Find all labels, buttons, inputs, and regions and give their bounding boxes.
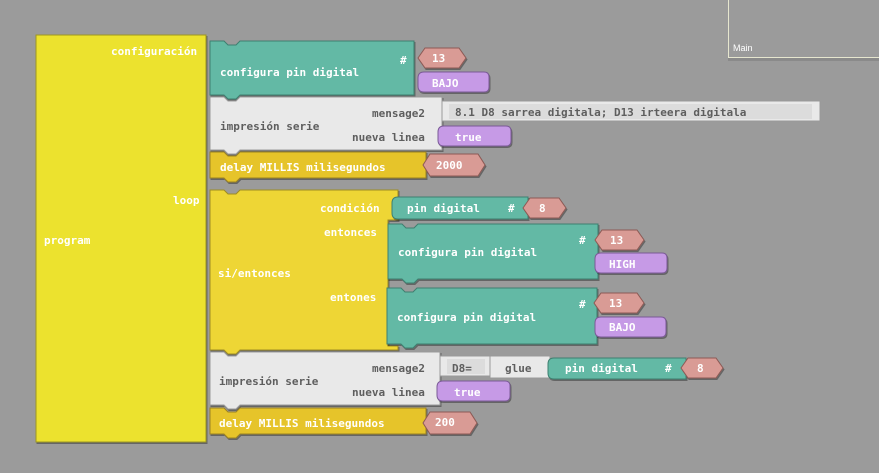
loop-delay-number[interactable] [422, 411, 478, 435]
setup-pin-number[interactable] [417, 47, 467, 69]
loop-delay-block[interactable] [209, 407, 427, 439]
setup-pin-value: 13 [432, 52, 446, 65]
loop-then-pin-mode-block[interactable] [387, 223, 599, 284]
glue-read-hash: # [665, 362, 672, 375]
setup-pin-mode-label: configura pin digital [220, 66, 360, 79]
condition-read-pin: 8 [539, 202, 546, 215]
loop-label: loop [173, 194, 200, 207]
setup-delay-block[interactable] [209, 151, 427, 183]
setup-serial-print-block[interactable] [209, 96, 443, 155]
loop-delay-label: delay MILLIS milisegundos [219, 417, 385, 430]
setup-pin-hash: # [400, 54, 407, 67]
loop-message-prefix[interactable]: D8= [452, 362, 472, 375]
loop-message-label: mensage2 [372, 362, 425, 375]
loop-then-pin-number[interactable] [594, 229, 645, 251]
then-pin-mode-label: configura pin digital [398, 246, 538, 259]
then-pin-state-value: HIGH [609, 258, 636, 271]
setup-delay-value: 2000 [436, 159, 463, 172]
setup-message-string[interactable] [441, 100, 821, 122]
loop-else-pin-mode-block[interactable] [386, 287, 598, 349]
setup-message-label: mensage2 [372, 107, 425, 120]
else-pin-hash: # [579, 298, 586, 311]
loop-then-pin-state[interactable] [594, 252, 668, 274]
setup-delay-label: delay MILLIS milisegundos [220, 161, 386, 174]
setup-newline-value: true [455, 131, 482, 144]
setup-serial-label: impresión serie [220, 120, 320, 133]
minimap-scrollbar[interactable] [728, 58, 879, 61]
setup-newline-boolean[interactable] [437, 125, 512, 147]
loop-newline-boolean[interactable] [436, 380, 511, 402]
loop-delay-value: 200 [435, 416, 455, 429]
glue-read-pin: 8 [697, 362, 704, 375]
setup-delay-number[interactable] [422, 153, 486, 177]
loop-serial-print-block[interactable] [209, 351, 441, 410]
loop-else-pin-number[interactable] [593, 292, 645, 314]
setup-newline-label: nueva linea [352, 131, 425, 144]
program-block[interactable] [35, 34, 207, 443]
else-pin-mode-label: configura pin digital [397, 311, 537, 324]
setup-pin-mode-block[interactable] [209, 40, 415, 100]
loop-message-prefix-string[interactable] [439, 355, 491, 377]
loop-glue-pin-number[interactable] [680, 357, 724, 379]
loop-glue-read-block[interactable] [547, 357, 687, 380]
loop-serial-label: impresión serie [219, 375, 319, 388]
glue-read-label: pin digital [565, 362, 638, 375]
else-pin-state-value: BAJO [609, 321, 636, 334]
loop-else-pin-state[interactable] [594, 316, 667, 338]
glue-label: glue [505, 362, 532, 375]
else-pin-value: 13 [609, 297, 623, 310]
condition-read-hash: # [508, 202, 515, 215]
setup-pin-state[interactable] [417, 71, 490, 93]
then-pin-value: 13 [610, 234, 624, 247]
workspace-label: Main [733, 43, 753, 53]
loop-condition-read-block[interactable] [391, 196, 529, 220]
condition-read-label: pin digital [407, 202, 480, 215]
loop-newline-value: true [454, 386, 481, 399]
setup-message-text[interactable]: 8.1 D8 sarrea digitala; D13 irteera digi… [455, 106, 747, 119]
if-label: si/entonces [218, 267, 291, 280]
loop-if-block[interactable] [209, 189, 399, 355]
setup-label: configuración [111, 45, 198, 58]
else-label: entones [330, 291, 377, 304]
then-pin-hash: # [579, 234, 586, 247]
loop-condition-pin-number[interactable] [522, 197, 567, 219]
loop-newline-label: nueva linea [352, 386, 425, 399]
setup-pin-state-value: BAJO [432, 77, 459, 90]
condition-label: condición [320, 202, 380, 215]
then-label: entonces [324, 226, 377, 239]
workspace-minimap[interactable]: Main [728, 0, 879, 58]
program-label: program [44, 234, 91, 247]
